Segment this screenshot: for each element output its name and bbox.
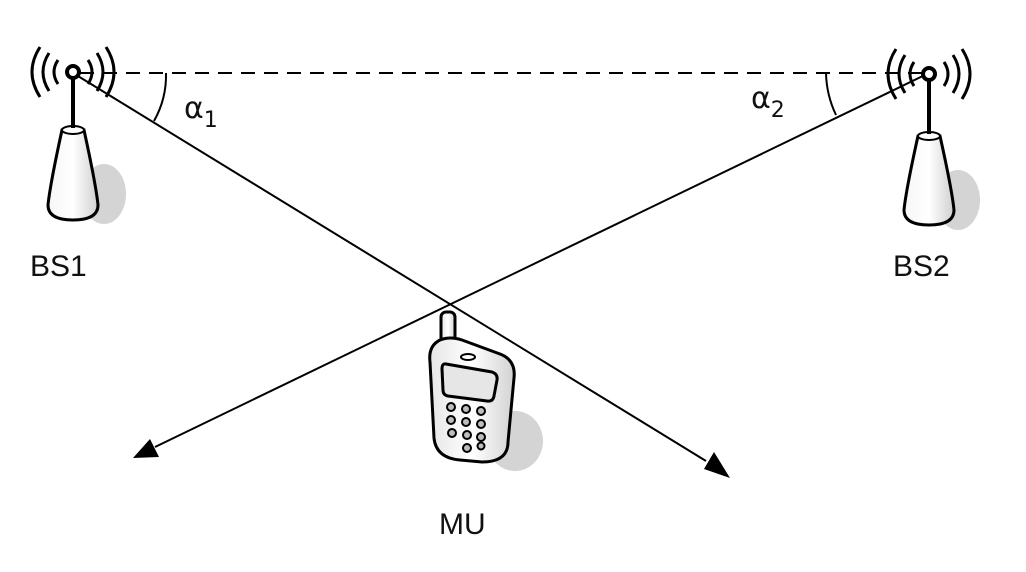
arrowhead-bs2 <box>133 439 159 458</box>
angle-label-2: α2 <box>751 81 785 123</box>
base-station-bs1 <box>30 46 126 224</box>
bs2-label: BS2 <box>893 250 950 283</box>
antenna-tip <box>921 66 937 82</box>
mobile-unit <box>428 310 543 471</box>
phone-keypad <box>446 402 486 453</box>
tower-icon <box>46 128 100 222</box>
angle-label-1: α1 <box>184 91 218 133</box>
bs1-label: BS1 <box>30 250 87 283</box>
arrowhead-bs1-fill <box>704 452 730 478</box>
signal-waves-icon <box>886 48 972 100</box>
mu-label: MU <box>439 508 486 541</box>
bearing-line-bs1 <box>72 72 707 462</box>
antenna-tip <box>65 64 81 80</box>
tower-icon <box>902 134 956 227</box>
angle-arc-2 <box>825 72 837 116</box>
bearing-line-bs2 <box>154 72 930 448</box>
signal-waves-icon <box>30 46 116 98</box>
phone-screen <box>440 362 499 403</box>
base-station-bs2 <box>886 48 980 230</box>
angle-arc-1 <box>153 72 168 122</box>
